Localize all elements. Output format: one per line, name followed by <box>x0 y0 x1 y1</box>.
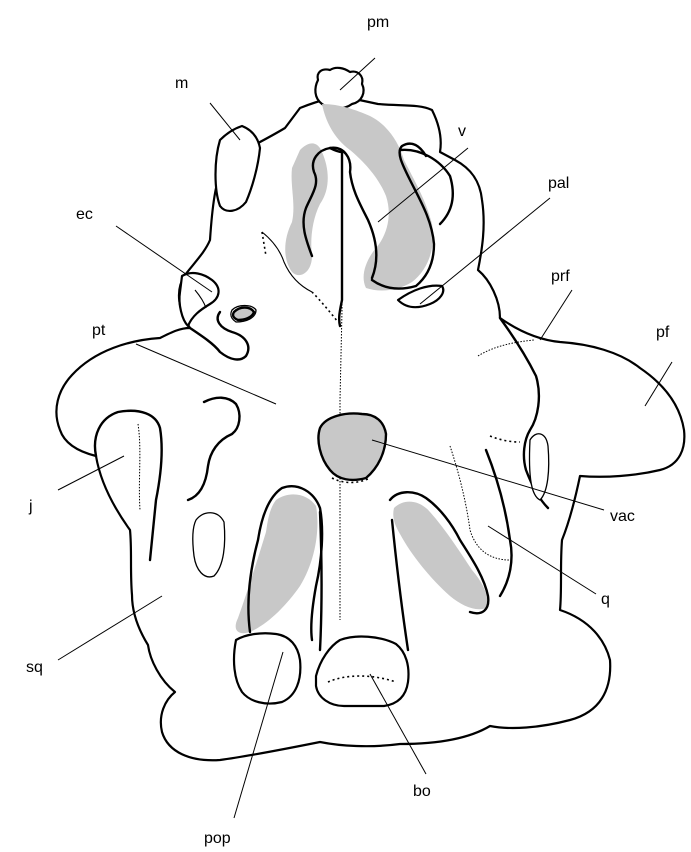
label-pt: pt <box>92 322 106 339</box>
label-bo: bo <box>413 783 431 800</box>
label-j: j <box>28 498 33 515</box>
paroccipital-process <box>234 633 300 703</box>
label-pal: pal <box>548 175 569 192</box>
label-vac: vac <box>610 508 635 525</box>
label-ec: ec <box>76 206 93 223</box>
left-quadrate-patch <box>193 513 225 577</box>
label-pf: pf <box>656 324 670 341</box>
label-pm: pm <box>367 14 389 31</box>
label-q: q <box>601 591 610 608</box>
label-prf: prf <box>551 268 570 285</box>
label-v: v <box>458 123 466 140</box>
leader-prf <box>540 290 572 340</box>
label-sq: sq <box>26 659 43 676</box>
label-pop: pop <box>204 830 231 847</box>
label-m: m <box>175 75 188 92</box>
premaxilla <box>315 68 363 109</box>
